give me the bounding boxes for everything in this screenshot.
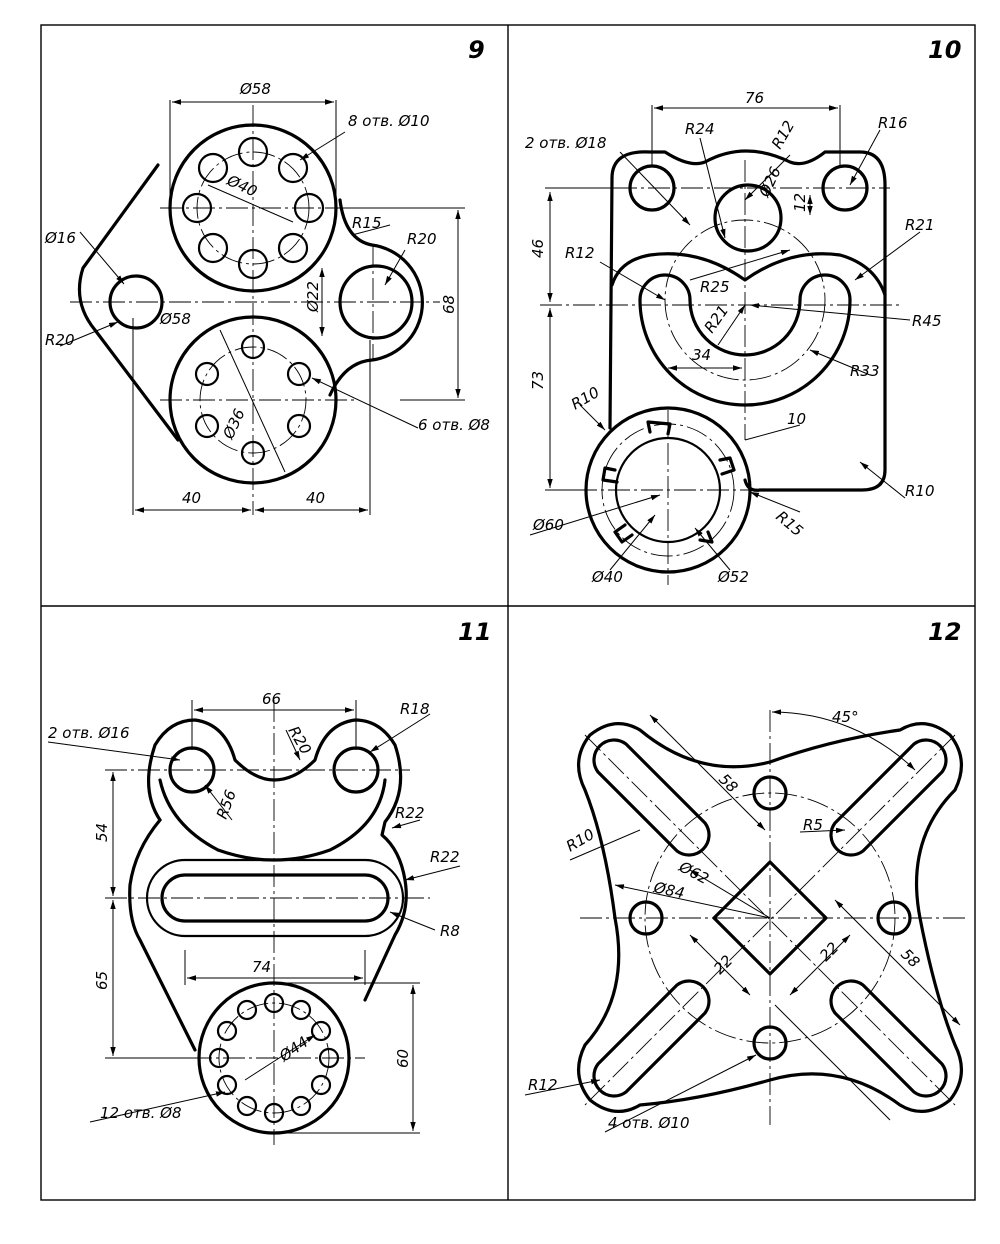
panel-number: 9	[468, 36, 485, 64]
panel-12: 12	[524, 618, 965, 1133]
panel-number: 12	[928, 618, 961, 646]
label: R10	[905, 482, 935, 500]
label: Ø16	[44, 229, 76, 247]
label: R18	[400, 700, 430, 718]
label: R56	[213, 787, 240, 821]
label: 22	[710, 952, 736, 978]
label: R25	[700, 278, 730, 296]
panel-10: 10	[525, 36, 961, 586]
panel-number: 11	[458, 618, 491, 646]
label: 2 отв. Ø16	[48, 724, 130, 742]
label: 34	[692, 346, 711, 364]
label: 4 отв. Ø10	[608, 1114, 690, 1132]
label: R20	[45, 331, 75, 349]
label: Ø44	[275, 1033, 311, 1066]
label: Ø22	[304, 281, 322, 313]
label: 66	[262, 690, 281, 708]
label: Ø40	[223, 171, 260, 201]
label: 76	[745, 89, 764, 107]
label: Ø60	[532, 516, 564, 534]
label: R12	[528, 1076, 558, 1094]
label: 2 отв. Ø18	[525, 134, 607, 152]
label: R33	[850, 362, 880, 380]
label: 6 отв. Ø8	[418, 416, 490, 434]
label: 58	[715, 770, 741, 796]
label: 46	[529, 239, 547, 258]
label: Ø52	[717, 568, 749, 586]
label: R12	[565, 244, 595, 262]
label: 65	[93, 971, 111, 990]
label: Ø58	[159, 310, 191, 328]
label: R15	[352, 214, 382, 232]
label: R21	[905, 216, 935, 234]
label: 68	[440, 295, 458, 314]
label: R5	[803, 816, 823, 834]
label: R10	[568, 383, 603, 413]
label: Ø40	[591, 568, 623, 586]
sheet-frame	[40, 24, 976, 1201]
label: 12	[791, 193, 809, 212]
label: Ø58	[239, 80, 271, 98]
panel-number: 10	[928, 36, 961, 64]
label: 12 отв. Ø8	[100, 1104, 182, 1122]
label: 40	[182, 489, 201, 507]
label: 45°	[832, 708, 859, 726]
panel-9: 9	[44, 36, 490, 515]
label: R15	[772, 507, 806, 540]
panel-11: 11	[47, 618, 491, 1145]
label: R20	[285, 723, 315, 758]
label: 10	[787, 410, 806, 428]
label: 73	[529, 371, 547, 390]
label: R22	[430, 848, 460, 866]
label: 58	[897, 945, 923, 971]
label: R16	[878, 114, 908, 132]
label: 74	[252, 958, 271, 976]
label: 40	[306, 489, 325, 507]
label: Ø26	[755, 164, 785, 201]
label: Ø36	[219, 406, 249, 443]
label: R8	[440, 922, 460, 940]
label: R22	[395, 804, 425, 822]
label: Ø84	[651, 878, 686, 902]
label: R45	[912, 312, 942, 330]
label: R24	[685, 120, 715, 138]
label: 54	[93, 823, 111, 842]
label: 22	[816, 939, 842, 965]
label: R12	[768, 117, 798, 152]
label: 60	[394, 1049, 412, 1068]
label: R20	[407, 230, 437, 248]
label: 8 отв. Ø10	[348, 112, 430, 130]
